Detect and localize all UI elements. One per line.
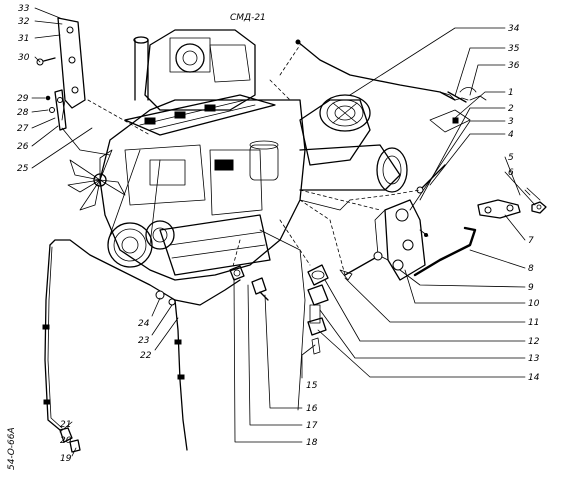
callout-34: 34 [508, 24, 520, 34]
callout-21: 21 [60, 420, 71, 430]
callout-31: 31 [18, 34, 29, 44]
callout-12: 12 [528, 337, 540, 347]
callout-10: 10 [528, 299, 540, 309]
callout-30: 30 [18, 53, 30, 63]
callout-2: 2 [508, 104, 514, 114]
label-leaders [31, 7, 536, 457]
callout-29: 29 [17, 94, 29, 104]
figure-code: 54-О-66А [7, 427, 17, 470]
callout-27: 27 [17, 124, 29, 134]
callout-5: 5 [508, 153, 514, 163]
lever-26 [54, 89, 67, 131]
callout-35: 35 [508, 44, 520, 54]
callout-23: 23 [138, 336, 150, 346]
lever-arm [477, 199, 521, 219]
callout-8: 8 [528, 264, 534, 274]
callout-32: 32 [18, 17, 30, 27]
callout-6: 6 [508, 168, 514, 178]
callout-3: 3 [508, 117, 514, 127]
callout-20: 20 [60, 436, 72, 446]
banjo-fittings [229, 265, 269, 301]
callout-22: 22 [140, 351, 152, 361]
engine-assembly [67, 29, 306, 281]
assembly-leaders [87, 44, 421, 276]
oil-fittings [307, 264, 329, 355]
fan [67, 149, 126, 211]
callout-9: 9 [528, 283, 534, 293]
callout-4: 4 [508, 130, 514, 140]
callout-14: 14 [528, 373, 540, 383]
callout-16: 16 [306, 404, 318, 414]
callout-1: 1 [508, 88, 514, 98]
oil-pipe [49, 239, 241, 306]
callout-24: 24 [138, 319, 150, 329]
callout-18: 18 [306, 438, 318, 448]
callout-25: 25 [17, 164, 29, 174]
callout-13: 13 [528, 354, 540, 364]
bolt-11 [344, 257, 376, 276]
engine-model-label: СМД-21 [230, 13, 266, 23]
callout-11: 11 [528, 318, 539, 328]
bent-rod [413, 226, 477, 277]
crank-pulley [107, 220, 175, 268]
throttle-bracket [57, 17, 86, 121]
callout-19: 19 [60, 454, 72, 464]
lever-bracket [374, 199, 426, 281]
spring [439, 91, 469, 101]
clutch-housing [299, 94, 408, 211]
callout-28: 28 [17, 108, 29, 118]
callout-7: 7 [528, 236, 534, 246]
callout-26: 26 [17, 142, 29, 152]
callout-17: 17 [306, 421, 318, 431]
callout-15: 15 [306, 381, 318, 391]
control-cable [297, 41, 456, 101]
callout-33: 33 [18, 4, 30, 14]
callout-36: 36 [508, 61, 520, 71]
